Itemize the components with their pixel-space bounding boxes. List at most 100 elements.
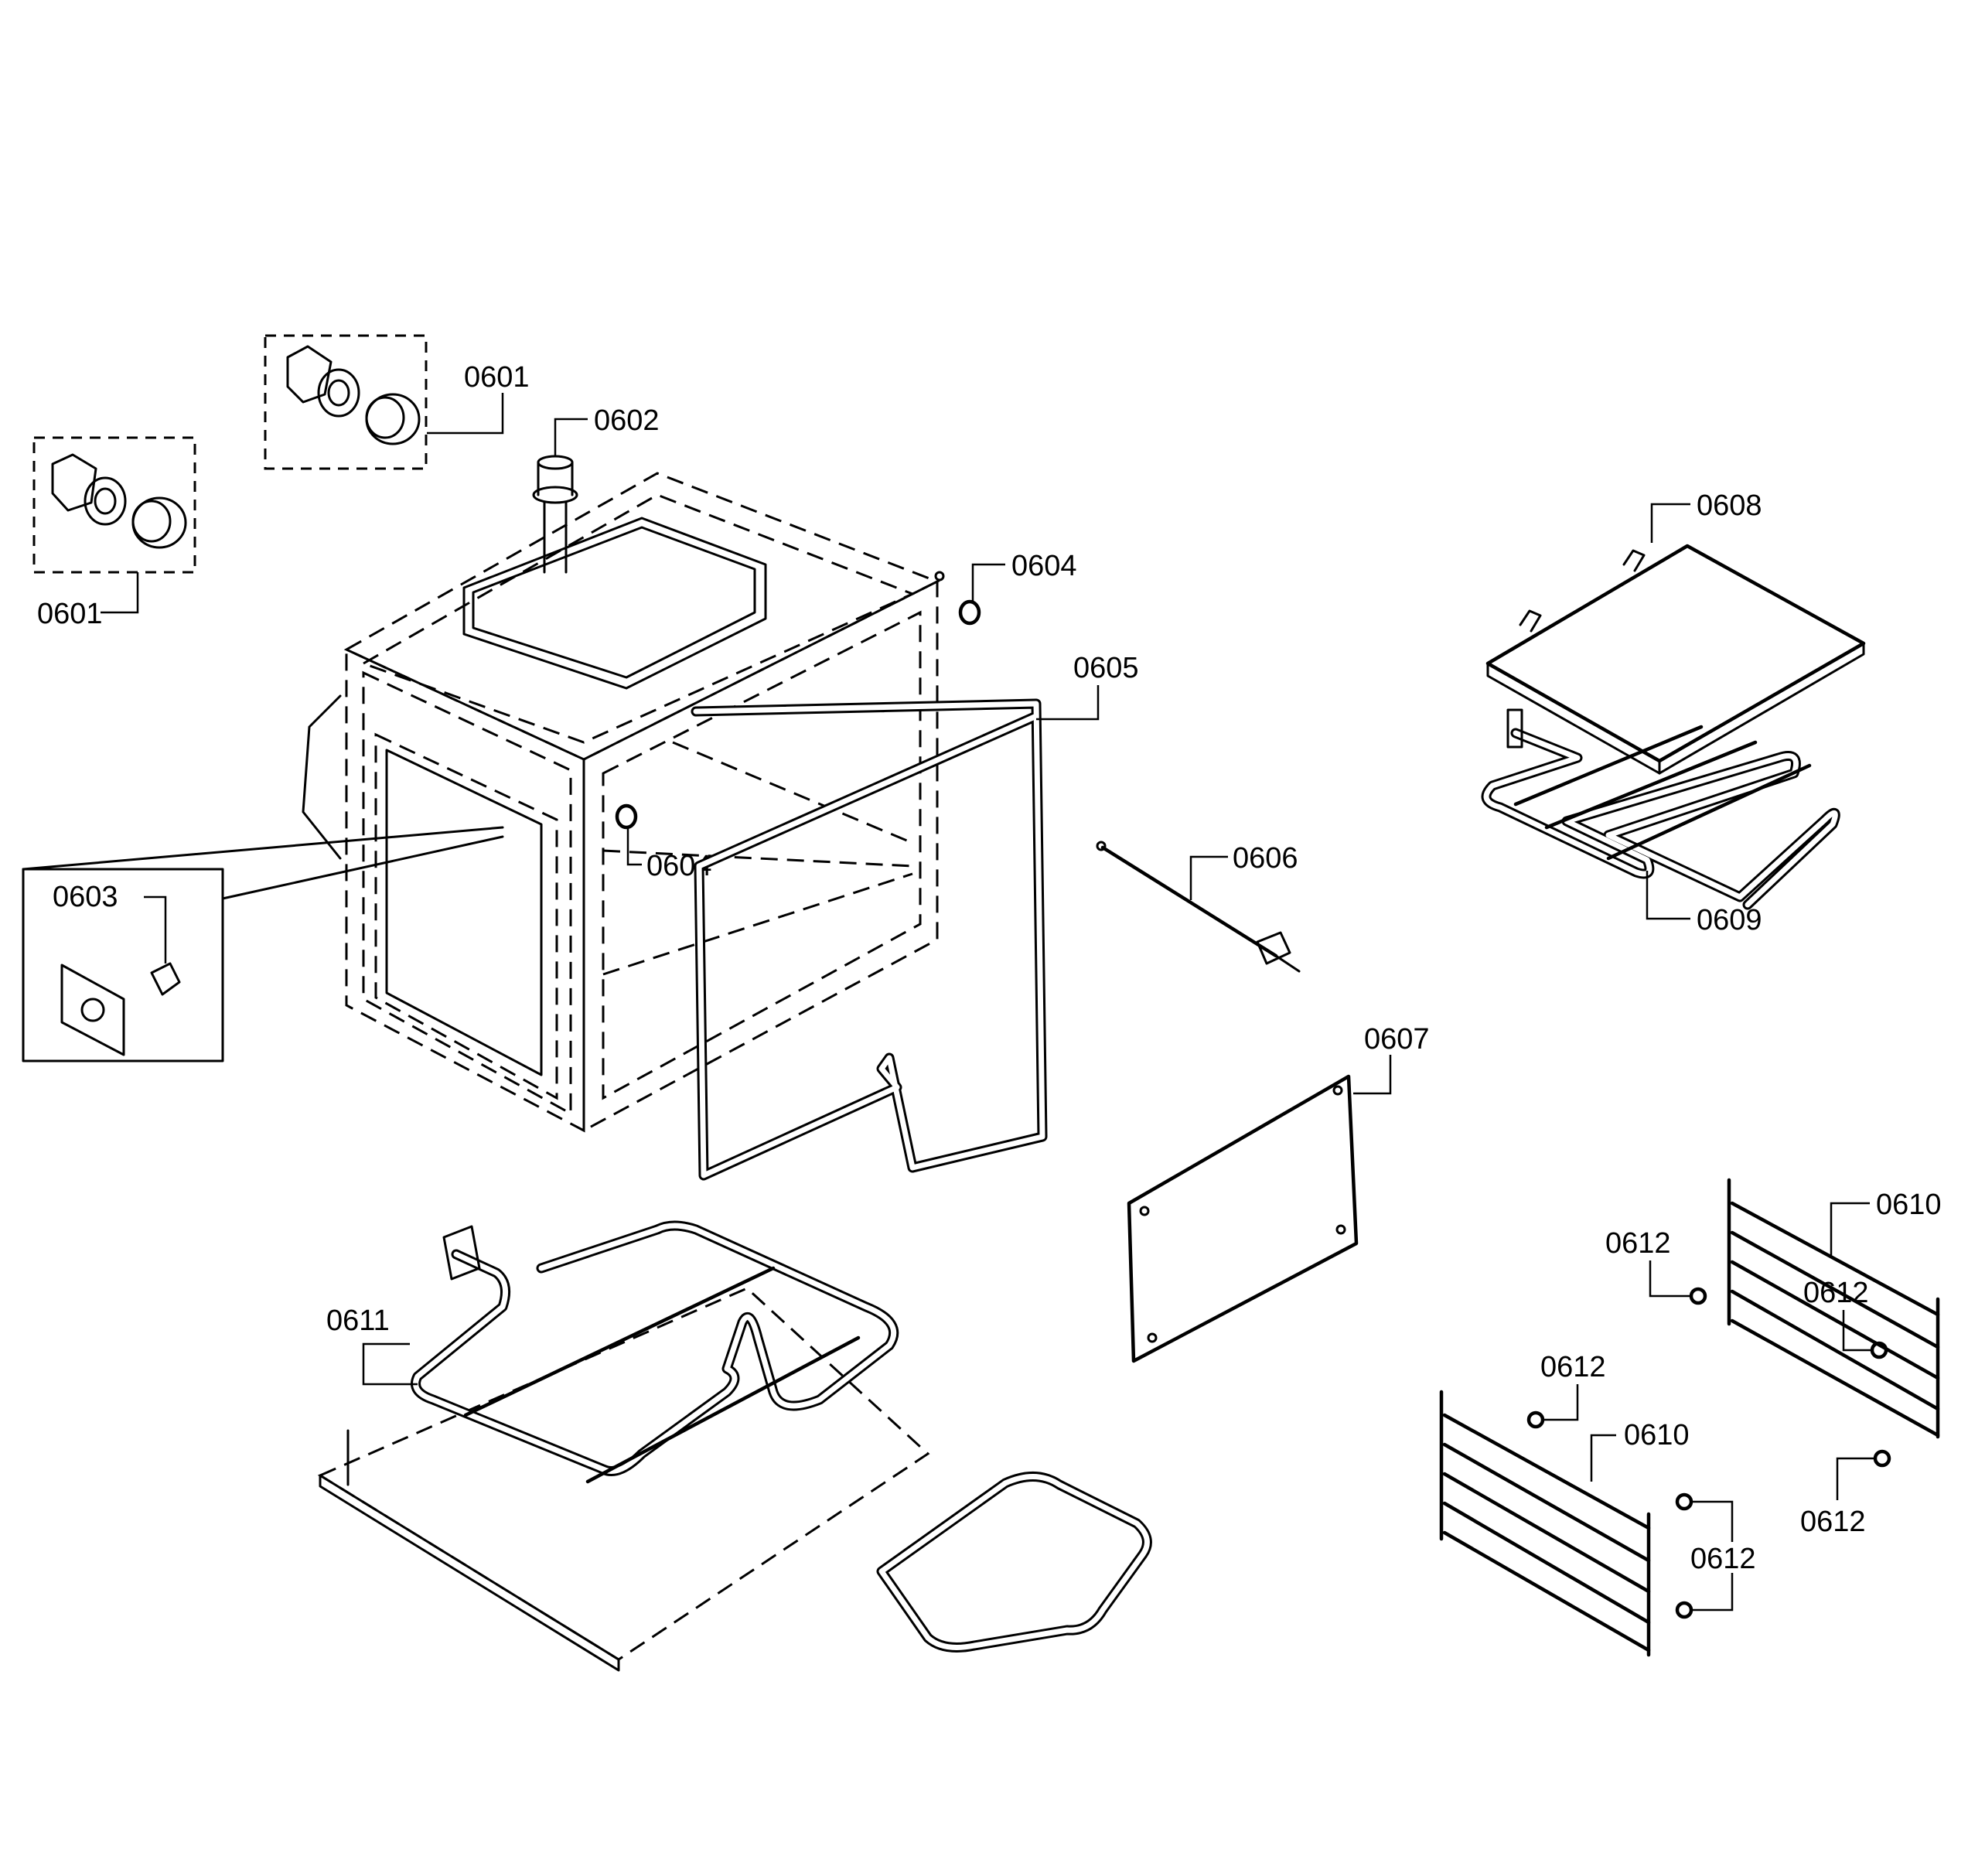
bottom-gasket-loop-inner <box>878 1474 1150 1650</box>
screw-0612-c <box>1526 1410 1545 1429</box>
detail-callout-line-lower <box>221 835 504 900</box>
cavity-top-panel-inner <box>472 526 756 679</box>
cavity-right-frame <box>582 579 939 1133</box>
label-0611: 0611 <box>326 1305 390 1337</box>
bake-element-coil <box>411 1220 899 1476</box>
leader-0612-a <box>1649 1260 1690 1298</box>
label-0604-upper: 0604 <box>1011 550 1077 582</box>
bake-element-coil-inner <box>413 1223 897 1474</box>
rear-panel-screw-4 <box>1147 1332 1158 1343</box>
rack-lower-rail-3 <box>1442 1472 1651 1594</box>
bake-element-bar-2 <box>585 1335 861 1484</box>
label-0609: 0609 <box>1697 904 1762 936</box>
sensor-tip <box>1096 841 1107 851</box>
sensor-rod <box>1100 845 1278 958</box>
leader-0612-d <box>1836 1457 1874 1500</box>
detail-plate <box>60 964 125 1056</box>
label-0612-c: 0612 <box>1540 1351 1606 1383</box>
screw-0612-b <box>1870 1341 1888 1359</box>
label-0612-e: 0612 <box>1690 1543 1756 1575</box>
bumper-upper <box>958 599 981 626</box>
top-element-bar-2 <box>1544 740 1758 830</box>
door-gasket <box>691 685 1100 1181</box>
sensor-bracket <box>1256 931 1291 965</box>
leader-0612-b <box>1842 1310 1871 1352</box>
bake-element <box>317 1220 930 1672</box>
leader-0610-upper <box>1830 1202 1870 1256</box>
leader-0612-e1 <box>1692 1500 1734 1542</box>
screw-0612-a <box>1689 1287 1707 1305</box>
gasket-tube-inner <box>693 701 1045 1178</box>
rack-support-upper <box>1727 1178 1940 1439</box>
top-element-coil-inner <box>1483 730 1838 908</box>
heat-shield-edge-side <box>1658 642 1865 775</box>
top-heating-element <box>1481 708 1840 920</box>
label-0610-upper: 0610 <box>1876 1189 1942 1221</box>
bumpers-0604 <box>615 563 1005 866</box>
leader-0607 <box>1353 1055 1392 1095</box>
lamp-holder-ring-upper <box>317 368 360 418</box>
lamp-assembly-left-box <box>32 436 196 574</box>
leader-0612-c <box>1543 1384 1579 1421</box>
lamp-assembly-upper-box <box>264 334 428 470</box>
detail-inset-box <box>22 868 224 1062</box>
lamp-holder-inner-left <box>94 487 117 515</box>
rear-panel-screw-1 <box>1139 1206 1150 1216</box>
cavity-side-panel <box>374 732 558 1100</box>
top-element-bar-3 <box>1606 763 1812 861</box>
leader-0604-upper <box>971 563 1005 602</box>
temperature-sensor <box>1096 841 1301 973</box>
top-element-bar-1 <box>1513 725 1704 807</box>
oven-cavity <box>302 472 945 1133</box>
lamp-holder-ring-left <box>84 476 127 526</box>
cavity-front-frame <box>345 647 585 1133</box>
bake-element-terminal <box>442 1225 481 1281</box>
bottom-gasket <box>876 1472 1152 1653</box>
rack-upper-rail-5 <box>1730 1318 1940 1438</box>
detail-callout-line-upper <box>22 826 504 871</box>
heat-shield-tab-1 <box>1622 549 1646 572</box>
rack-support-lower <box>1439 1390 1651 1657</box>
label-0601-upper: 0601 <box>464 361 530 394</box>
bake-element-bar-1 <box>463 1266 776 1417</box>
heat-shield-top <box>1485 544 1866 763</box>
bumper-lower <box>615 803 638 830</box>
leader-0611 <box>362 1342 418 1386</box>
rack-upper-rail-1 <box>1730 1201 1940 1317</box>
leader-0608 <box>1650 503 1690 543</box>
lamp-socket-upper <box>286 345 333 404</box>
detail-inset-0603 <box>22 826 504 1062</box>
leader-0609 <box>1646 871 1690 920</box>
rack-lower-rail-1 <box>1442 1413 1651 1530</box>
lamp-assembly-left <box>32 436 196 614</box>
leader-0601-upper <box>427 393 504 435</box>
label-0603: 0603 <box>53 881 118 913</box>
label-0602: 0602 <box>594 404 660 437</box>
rack-upper-rail-2 <box>1730 1230 1940 1349</box>
rack-upper-rail-4 <box>1730 1289 1940 1411</box>
rear-panel-outline <box>1127 1074 1359 1363</box>
leader-0606 <box>1189 855 1228 900</box>
label-0612-a: 0612 <box>1605 1227 1671 1260</box>
leader-0602 <box>554 418 588 456</box>
lamp-assembly-upper <box>264 334 504 470</box>
bottom-gasket-loop <box>876 1472 1152 1653</box>
detail-plate-hole <box>80 998 105 1022</box>
label-0607: 0607 <box>1364 1023 1430 1056</box>
leader-0601-left <box>101 572 139 614</box>
rack-lower-rail-4 <box>1442 1501 1651 1625</box>
label-0610-lower: 0610 <box>1624 1419 1690 1451</box>
cavity-screw <box>934 571 945 582</box>
bottom-plate-outline <box>317 1287 930 1661</box>
screw-0612-d <box>1873 1449 1891 1468</box>
label-0612-d: 0612 <box>1800 1506 1866 1538</box>
sensor-lead <box>1274 954 1301 973</box>
lamp-cover-rim-upper <box>365 396 405 439</box>
leader-0612-e2 <box>1692 1573 1734 1612</box>
rear-panel-screw-3 <box>1335 1224 1346 1235</box>
label-0606: 0606 <box>1233 842 1298 875</box>
rack-lower-rail-5 <box>1442 1530 1651 1653</box>
rear-panel-screw-2 <box>1332 1085 1343 1096</box>
